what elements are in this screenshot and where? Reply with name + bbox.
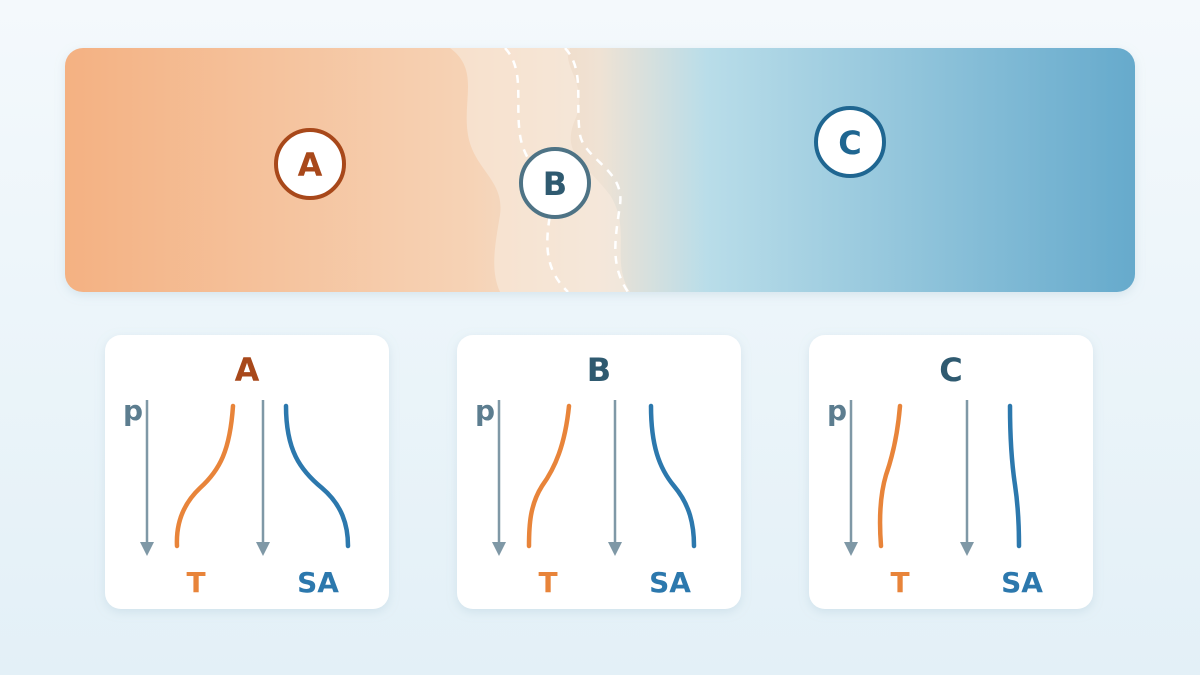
salinity-profile-a [283, 403, 351, 549]
pressure-axis-t-c [844, 400, 858, 556]
temperature-label-a: T [186, 566, 205, 599]
pressure-axis-t-a [140, 400, 154, 556]
zone-label-b: B [543, 165, 567, 203]
temperature-profile-b [526, 403, 572, 549]
salinity-label-a: SA [297, 566, 339, 599]
salinity-profile-b [648, 403, 697, 549]
temperature-label-b: T [538, 566, 557, 599]
zone-marker-b: B [519, 147, 591, 219]
salinity-profile-c [1007, 403, 1022, 549]
profile-card-a: A p T SA [105, 335, 389, 609]
pressure-axis-label-a: p [123, 394, 143, 427]
profile-card-b: B p T SA [457, 335, 741, 609]
zone-marker-a: A [274, 128, 346, 200]
temperature-profile-a [174, 403, 236, 549]
zone-label-a: A [298, 146, 323, 184]
pressure-axis-label-c: p [827, 394, 847, 427]
profile-card-c: C p T SA [809, 335, 1093, 609]
salinity-label-b: SA [649, 566, 691, 599]
profile-title-a: A [235, 351, 260, 389]
front-boundary-west [504, 48, 569, 292]
profile-title-b: B [587, 351, 611, 389]
zone-marker-c: C [814, 106, 886, 178]
zone-label-c: C [838, 124, 861, 162]
pressure-axis-sa-c [960, 400, 974, 556]
temperature-profile-c [877, 403, 903, 549]
pressure-axis-label-b: p [475, 394, 495, 427]
pressure-axis-sa-a [256, 400, 270, 556]
salinity-label-c: SA [1001, 566, 1043, 599]
pressure-axis-t-b [492, 400, 506, 556]
temperature-label-c: T [890, 566, 909, 599]
ocean-band: A B C [65, 48, 1135, 292]
profile-title-c: C [939, 351, 962, 389]
pressure-axis-sa-b [608, 400, 622, 556]
